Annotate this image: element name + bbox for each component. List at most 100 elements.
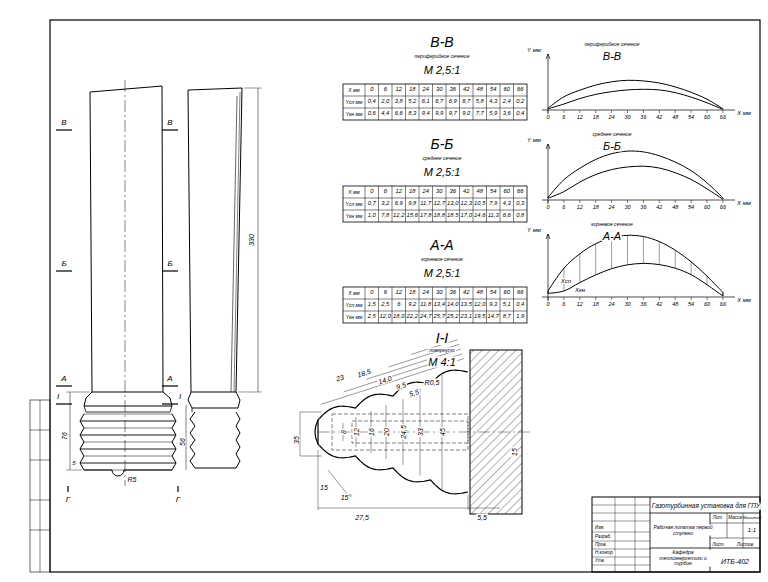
- table-cell: 12: [395, 87, 403, 93]
- section-letter: А: [60, 375, 67, 383]
- table-cell: 12,0: [379, 314, 392, 320]
- tick-mark: [611, 110, 612, 113]
- table-cell: 18,5: [446, 213, 459, 219]
- blade-root-serration: [80, 435, 176, 436]
- ordinate-line: [627, 235, 628, 265]
- table-cell: 24: [422, 87, 430, 93]
- table-cell: 6,9: [448, 99, 458, 105]
- tick-label: 24: [608, 115, 616, 121]
- table-cell: 7,8: [380, 213, 390, 219]
- table-rule: [473, 287, 474, 323]
- tick-label: 54: [687, 115, 695, 121]
- table-rule: [378, 84, 379, 120]
- table-rule: [486, 186, 487, 222]
- tick-mark: [643, 297, 644, 300]
- axis-label: Y мм: [526, 47, 542, 53]
- ordinate-line: [707, 276, 708, 285]
- table-cell: 18: [408, 290, 416, 296]
- tick-label: 42: [655, 115, 663, 121]
- table-rule: [500, 287, 501, 323]
- tick-label: 54: [687, 302, 695, 308]
- table-cell: 13,4: [433, 302, 446, 308]
- section-marker: [162, 129, 178, 130]
- table-cell: 6,6: [502, 213, 512, 219]
- blade-root-serration: [84, 456, 172, 457]
- blade-front-view: [56, 80, 178, 492]
- section-title: В-В: [429, 35, 454, 49]
- dimension-label: 20: [383, 427, 390, 437]
- table-cell: 25,2: [446, 314, 459, 320]
- title-block-rule: [592, 541, 650, 542]
- section-letter: Г: [65, 496, 71, 504]
- extension-line: [300, 456, 322, 457]
- table-cell: 18,0: [392, 314, 405, 320]
- axis-arrow: [546, 234, 550, 239]
- blade-side-view: [186, 88, 262, 470]
- section-marker: [56, 403, 72, 404]
- profile-graph: [542, 54, 735, 114]
- table-rule: [378, 287, 379, 323]
- table-cell: 6: [383, 290, 388, 296]
- table-cell: 60: [503, 189, 511, 195]
- table-cell: 18: [408, 87, 416, 93]
- tick-label: 0: [545, 302, 550, 308]
- table-rule: [405, 287, 406, 323]
- table-cell: 0: [369, 87, 374, 93]
- table-cell: 6,1: [421, 99, 431, 105]
- table-cell: 66: [516, 87, 524, 93]
- table-cell: 48: [476, 290, 484, 296]
- root-section: [300, 340, 530, 514]
- y-axis: [548, 144, 549, 204]
- profile-curve: [722, 198, 723, 199]
- table-cell: 8,7: [502, 314, 512, 320]
- table-cell: 12: [395, 290, 403, 296]
- curve-label: Xкн: [574, 287, 586, 293]
- dimension-line: [389, 344, 460, 367]
- table-rule: [343, 210, 527, 211]
- blade-side-root: [192, 408, 193, 412]
- extension-line: [66, 392, 90, 393]
- tick-mark: [722, 200, 723, 203]
- table-cell: 36: [449, 87, 457, 93]
- tick-mark: [675, 297, 676, 300]
- dimension-line: [344, 354, 463, 392]
- x-axis: [542, 297, 735, 298]
- table-rule: [392, 287, 393, 323]
- axis-label: X мм: [736, 297, 752, 303]
- table-cell: 3,8: [394, 99, 404, 105]
- title-block-text: Лит.: [712, 516, 725, 521]
- table-cell: 9,3: [488, 302, 498, 308]
- tick-label: 48: [671, 115, 679, 121]
- table-cell: 6,7: [461, 99, 471, 105]
- table-cell: 17,0: [460, 213, 473, 219]
- extension-line: [318, 450, 319, 510]
- dimension-label: 15°: [340, 494, 353, 501]
- tick-mark: [691, 200, 692, 203]
- dimension-label: 8: [340, 429, 347, 435]
- graph-title: А-А: [602, 231, 622, 242]
- tick-mark: [595, 110, 596, 113]
- ordinate-line: [691, 262, 692, 275]
- tick-mark: [627, 200, 628, 203]
- table-rule: [486, 287, 487, 323]
- dimension-label: 15: [511, 447, 518, 457]
- dimension-label: 5,5: [476, 514, 488, 521]
- table-cell: 13,5: [460, 302, 473, 308]
- table-cell: 4,3: [502, 201, 512, 207]
- blade-platform: [84, 406, 172, 412]
- table-cell: 12,0: [473, 302, 486, 308]
- tick-label: 12: [576, 302, 584, 308]
- table-cell: 14,7: [487, 314, 500, 320]
- title-block-rule: [592, 505, 650, 506]
- table-cell: 0,8: [515, 213, 525, 219]
- table-cell: 11,8: [419, 302, 432, 308]
- dimension-label: 5: [71, 460, 76, 466]
- table-cell: Yкн мм: [345, 315, 364, 320]
- table-cell: 14,0: [446, 302, 459, 308]
- table-rule: [405, 84, 406, 120]
- table-rule: [459, 287, 460, 323]
- table-cell: 11,3: [487, 213, 500, 219]
- table-border: [343, 84, 527, 120]
- title-block-text: Листов: [736, 543, 754, 548]
- title-block-text: Изм.: [594, 526, 606, 531]
